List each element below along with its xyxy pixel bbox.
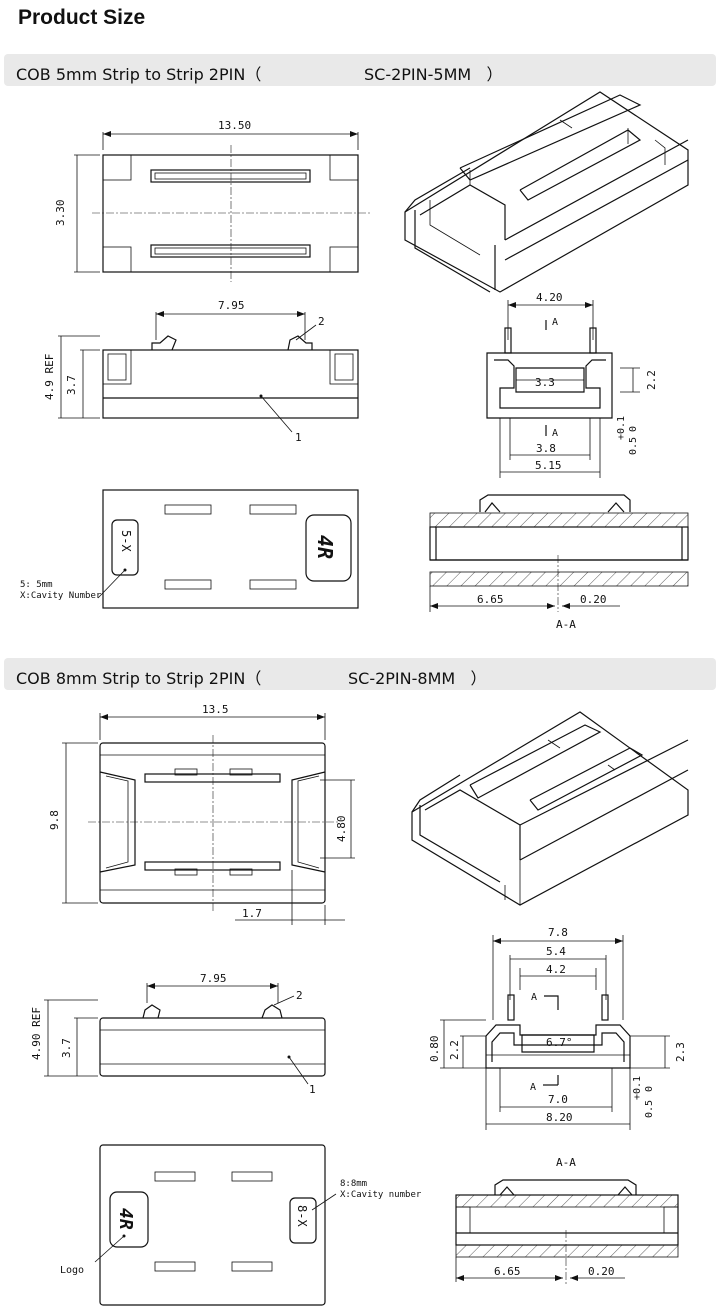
- logo-mark: 4R: [313, 535, 337, 559]
- side-view: 7.95 2 4.90 REF 3.7 1: [30, 972, 326, 1096]
- side-view: 7.95 2 4.9 REF 3.7 1: [43, 299, 359, 444]
- note-cavity: X:Cavity Number: [20, 591, 102, 601]
- dim-d2: 5.4: [546, 945, 566, 958]
- dim-d5: 2.2: [645, 370, 658, 390]
- tol-base: 0.5: [644, 1100, 655, 1118]
- section-mark-top: A: [531, 992, 537, 1003]
- dim-gap: 1.7: [242, 907, 262, 920]
- tol-zero: 0: [628, 426, 639, 432]
- note-cavity: X:Cavity number: [340, 1190, 422, 1200]
- tol-base: 0.5: [628, 437, 639, 455]
- section-view: 6.65 0.20 A-A: [429, 494, 689, 631]
- drawing-sheet-5mm: 13.50 3.30 7.95 2: [20, 91, 689, 631]
- dim-sec-d2: 0.20: [588, 1265, 615, 1278]
- callout-1: 1: [295, 431, 302, 444]
- model-code: SC-2PIN-5MM ）: [364, 65, 503, 84]
- dim-height-ref: 4.90 REF: [30, 1007, 43, 1060]
- section-title: COB 8mm Strip to Strip 2PIN（: [16, 669, 262, 688]
- dim-width: 13.50: [218, 119, 251, 132]
- dim-d3: 3.8: [536, 442, 556, 455]
- section-label: A-A: [556, 1156, 576, 1169]
- isometric-view: [411, 711, 689, 906]
- logo-mark: 4R: [115, 1208, 136, 1230]
- end-view: 7.8 5.4 4.2 A 6.7° A 7.0 8.20 0.80 2.2: [428, 926, 687, 1130]
- end-view: 4.20 A 3.3 2.2 A 3.8 5.15 +0.1 0 0.5: [486, 291, 658, 478]
- callout-2: 2: [296, 989, 303, 1002]
- top-view: 13.5 9.8 4.80 1.7: [48, 703, 355, 925]
- bottom-view: 5-X 4R 5: 5mm X:Cavity Number: [20, 489, 359, 609]
- top-view: 13.50 3.30: [54, 119, 372, 282]
- dim-pin-pitch: 7.95: [218, 299, 245, 312]
- dim-sec-d1: 6.65: [477, 593, 504, 606]
- tol-zero: 0: [644, 1086, 655, 1092]
- callout-2: 2: [318, 315, 325, 328]
- dim-sec-d2: 0.20: [580, 593, 607, 606]
- note-size: 5: 5mm: [20, 580, 53, 590]
- cavity-mark: 5-X: [119, 530, 133, 552]
- dim-inner: 4.80: [335, 816, 348, 843]
- dim-d8: 2.2: [448, 1040, 461, 1060]
- tol-plus: +0.1: [632, 1076, 643, 1100]
- dim-d4: 6.7°: [546, 1036, 573, 1049]
- bottom-view: 4R 8-X 8:8mm X:Cavity number Logo: [60, 1144, 422, 1306]
- section-mark-bottom: A: [530, 1082, 536, 1093]
- dim-d2: 3.3: [535, 376, 555, 389]
- dim-d4: 5.15: [535, 459, 562, 472]
- dim-width: 13.5: [202, 703, 229, 716]
- section-mark-bottom: A: [552, 428, 558, 439]
- dim-pin-pitch: 7.95: [200, 972, 227, 985]
- model-code: SC-2PIN-8MM ）: [348, 669, 487, 688]
- dim-sec-d1: 6.65: [494, 1265, 521, 1278]
- section-label: A-A: [556, 618, 576, 631]
- logo-label: Logo: [60, 1265, 84, 1276]
- dim-d7: 0.80: [428, 1036, 441, 1063]
- dim-d1: 7.8: [548, 926, 568, 939]
- section-title: COB 5mm Strip to Strip 2PIN（: [16, 65, 262, 84]
- section-header-8mm: COB 8mm Strip to Strip 2PIN（ SC-2PIN-8MM…: [4, 658, 716, 690]
- tol-plus: +0.1: [616, 416, 627, 440]
- page-title: Product Size: [18, 6, 146, 29]
- cavity-mark: 8-X: [295, 1205, 309, 1227]
- dim-d3: 4.2: [546, 963, 566, 976]
- dim-height: 9.8: [48, 810, 61, 830]
- section-mark-top: A: [552, 317, 558, 328]
- dim-body-height: 3.7: [65, 375, 78, 395]
- section-header-5mm: COB 5mm Strip to Strip 2PIN（ SC-2PIN-5MM…: [4, 54, 716, 86]
- section-view: A-A 6.65 0.20: [455, 1156, 679, 1285]
- drawing-sheet-8mm: 13.5 9.8 4.80 1.7: [30, 703, 689, 1306]
- dim-height-ref: 4.9 REF: [43, 354, 56, 400]
- dim-body-height: 3.7: [60, 1038, 73, 1058]
- dim-d1: 4.20: [536, 291, 563, 304]
- dim-height: 3.30: [54, 200, 67, 227]
- callout-1: 1: [309, 1083, 316, 1096]
- dim-d9: 2.3: [674, 1042, 687, 1062]
- dim-d5: 7.0: [548, 1093, 568, 1106]
- dim-d6: 8.20: [546, 1111, 573, 1124]
- isometric-view: [404, 91, 689, 293]
- note-size: 8:8mm: [340, 1179, 367, 1189]
